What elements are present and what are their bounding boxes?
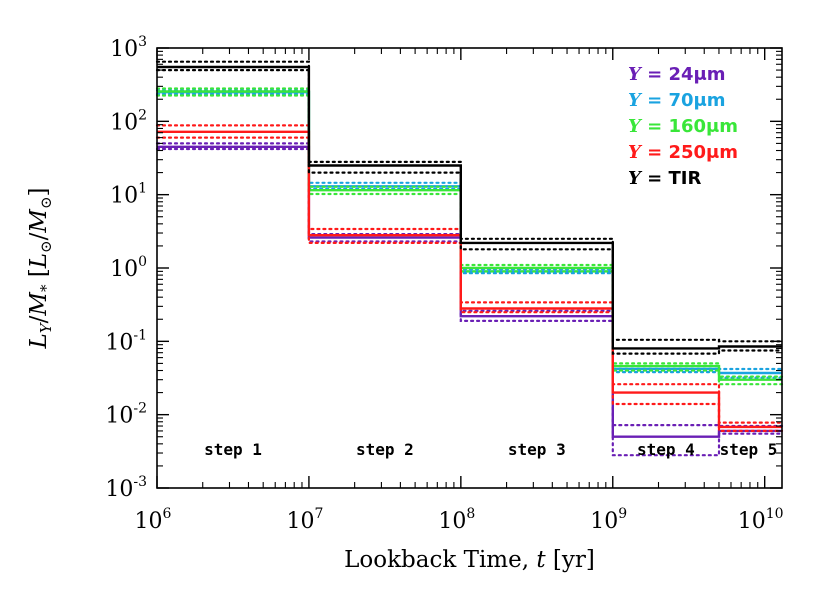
y-tick-label: 101 xyxy=(110,181,147,209)
series-tir-line xyxy=(157,65,782,350)
series-250m-line xyxy=(157,130,782,429)
series-24m-lower-bound xyxy=(155,147,784,457)
legend-entry-250m: Y = 250μm xyxy=(628,142,738,163)
y-tick-label: 102 xyxy=(110,107,147,135)
series-tir xyxy=(155,60,784,355)
legend-entry-70m: Y = 70μm xyxy=(628,90,726,111)
step-label-4: step 4 xyxy=(637,440,695,459)
series-160m-lower-bound xyxy=(155,94,784,386)
step-label-3: step 3 xyxy=(508,440,566,459)
step-label-2: step 2 xyxy=(356,440,414,459)
step-label-1: step 1 xyxy=(204,440,262,459)
x-axis-title: Lookback Time, t [yr] xyxy=(344,547,595,573)
x-axis-title-text: Lookback Time, xyxy=(344,547,536,573)
y-axis-title: LY/M* [L⊙/M⊙] xyxy=(26,187,55,349)
step-label-5: step 5 xyxy=(720,440,778,459)
series-24m xyxy=(155,142,784,457)
y-tick-label: 103 xyxy=(110,34,147,62)
y-tick-label: 100 xyxy=(110,254,147,282)
legend: Y = 24μm Y = 70μm Y = 160μm Y = 250μm Y = TI… xyxy=(628,64,738,189)
y-tick-label: 10-2 xyxy=(105,401,147,429)
legend-entry-tir: Y = TIR xyxy=(628,168,701,189)
x-tick-label: 106 xyxy=(135,506,172,534)
x-tick-label: 109 xyxy=(590,506,627,534)
legend-entry-160m: Y = 160μm xyxy=(628,116,738,137)
legend-entry-24m: Y = 24μm xyxy=(628,64,726,85)
y-tick-label: 10-3 xyxy=(105,474,147,502)
axes: 106 107 108 109 1010 10-3 10-2 10-1 100 101 102 103 xyxy=(105,34,783,534)
y-tick-label: 10-1 xyxy=(105,327,147,355)
series-layer xyxy=(155,60,784,457)
x-tick-label: 1010 xyxy=(738,506,784,534)
step-labels: step 1 step 2 step 3 step 4 step 5 xyxy=(204,440,777,459)
series-250m xyxy=(155,124,784,432)
series-tir-upper-bound xyxy=(155,60,784,343)
x-tick-label: 108 xyxy=(438,506,475,534)
x-tick-label: 107 xyxy=(286,506,323,534)
